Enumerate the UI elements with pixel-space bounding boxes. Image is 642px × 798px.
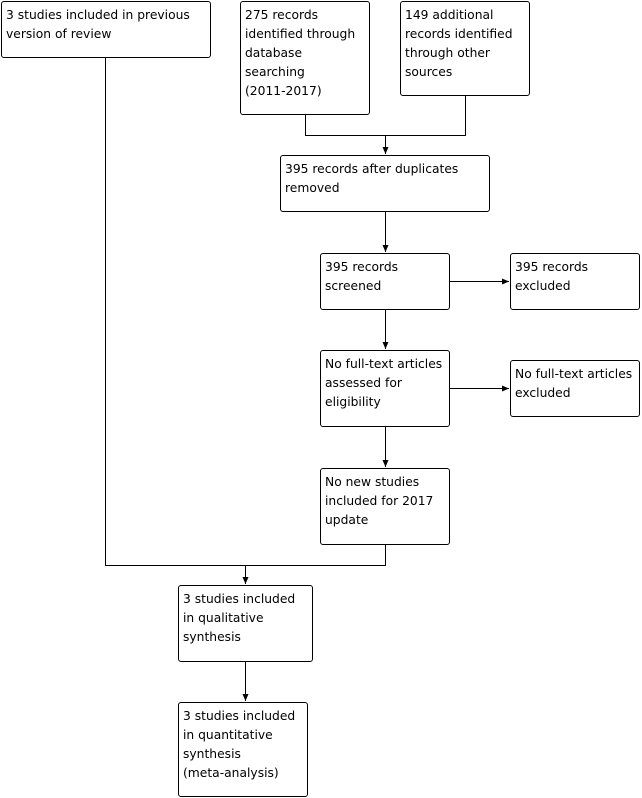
box-fulltext-excluded: No full-text articles excluded xyxy=(510,360,640,417)
box-records-screened: 395 records screened xyxy=(320,253,450,310)
connector-database xyxy=(305,115,386,136)
box-records-excluded: 395 records excluded xyxy=(510,253,640,310)
connector-new-studies xyxy=(245,545,386,566)
box-quantitative-synthesis: 3 studies included in quantitative synth… xyxy=(178,702,308,797)
box-after-duplicates: 395 records after duplicates removed xyxy=(280,155,490,212)
connector-previous xyxy=(105,58,246,566)
box-new-studies: No new studies included for 2017 update xyxy=(320,468,450,545)
box-qualitative-synthesis: 3 studies included in qualitative synthe… xyxy=(178,585,313,662)
connector-other-sources xyxy=(385,96,466,136)
box-other-sources: 149 additional records identified throug… xyxy=(400,1,530,96)
box-previous-review: 3 studies included in previous version o… xyxy=(1,1,211,58)
box-fulltext-assessed: No full-text articles assessed for eligi… xyxy=(320,350,450,427)
box-database-records: 275 records identified through database … xyxy=(240,1,370,115)
